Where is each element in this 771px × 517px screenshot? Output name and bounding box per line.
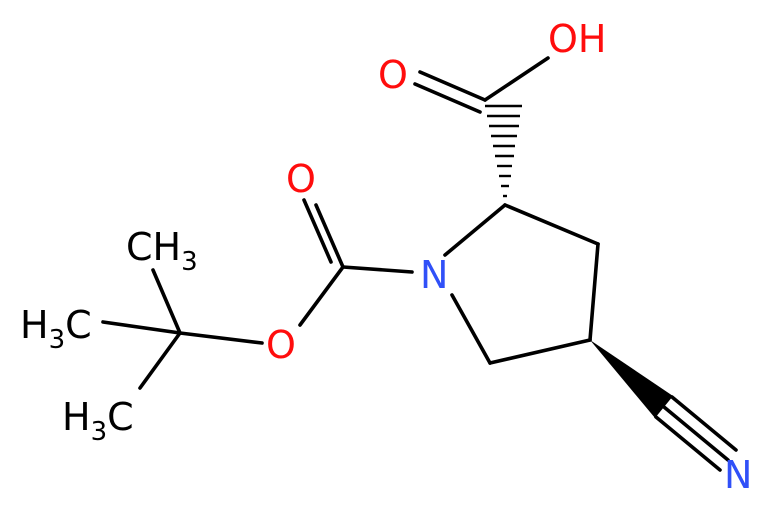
methyl-left-upper-label: H3C [20, 303, 92, 355]
methyl-top-label: CH3 [126, 225, 198, 277]
bond-c5-n [450, 293, 492, 365]
hashed-wedge-bond [485, 104, 522, 198]
bond-c2-c3 [503, 203, 600, 246]
bond-o-cq [178, 331, 264, 345]
bond-cq-me-lower [138, 331, 182, 390]
bond-acid-c-oh [483, 56, 550, 102]
bond-acid-co-2 [413, 82, 482, 114]
bond-boc-c-o [298, 265, 345, 327]
bond-cq-me-top [151, 268, 182, 335]
bond-boc-co-1 [314, 203, 345, 269]
ester-oxygen-label: O [266, 323, 296, 367]
ring-nitrogen-label: N [420, 253, 448, 297]
solid-wedge-bond [590, 340, 673, 418]
bond-n-c2 [443, 203, 507, 257]
methyl-left-lower-label: H3C [62, 395, 134, 447]
bond-n-boc-c [341, 265, 414, 274]
bond-cn-3 [654, 415, 722, 472]
bond-cq-me-left [101, 320, 182, 335]
boc-carbonyl-oxygen-label: O [286, 157, 316, 201]
hydroxyl-label: OH [548, 17, 606, 61]
bond-c3-c4 [588, 242, 600, 342]
nitrile-nitrogen-label: N [724, 453, 752, 497]
bond-cn-2 [670, 395, 738, 452]
bond-c4-c5 [488, 338, 592, 365]
bond-boc-co-2 [302, 198, 333, 264]
bond-acid-co-1 [418, 70, 487, 102]
bond-cn-1 [662, 405, 730, 462]
atom-label-layer: OH O O N O N CH3 H3C H3C [20, 17, 752, 497]
bond-layer [101, 56, 738, 472]
acid-carbonyl-oxygen-label: O [378, 53, 408, 97]
